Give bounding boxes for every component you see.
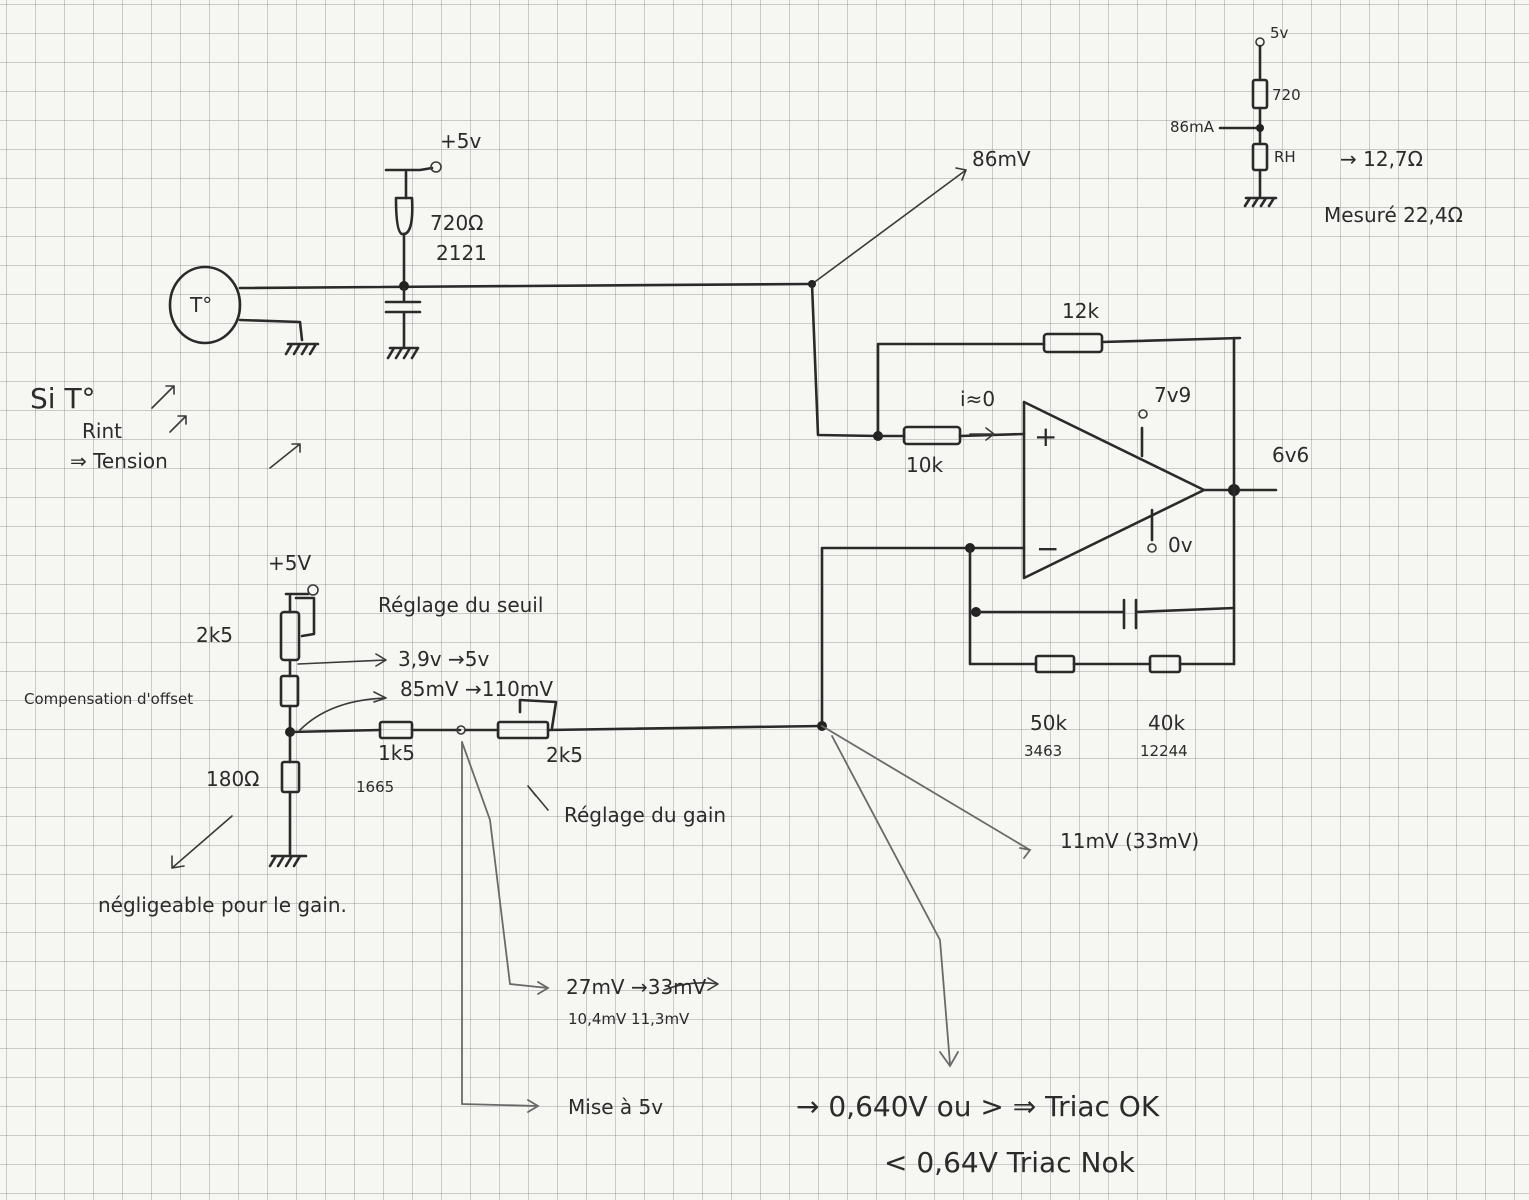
rh-measure-circuit [1218,37,1278,208]
gainpot-label: 2k5 [546,743,583,767]
r12k-label: 12k [1062,299,1099,323]
sensor-body [168,265,242,345]
triac-ok-label: → 0,640V ou > ⇒ Triac OK [796,1090,1160,1123]
node-86mv-label: 86mV [972,147,1031,171]
rint-label: Rint [82,419,122,443]
i-zero-label: i≈0 [960,387,995,411]
comp-label: Compensation d'offset [24,690,193,708]
right-720-label: 720 [1272,86,1301,104]
r40k-code: 12244 [1140,742,1188,760]
seuil-label: Réglage du seuil [378,593,543,617]
right-5v-label: 5v [1270,24,1289,42]
v39-label: 3,9v →5v [398,647,489,671]
sensor-label: T° [189,293,212,317]
negligible-label: négligeable pour le gain. [98,893,347,917]
v11-label: 11mV (33mV) [1060,829,1199,853]
op-amp [1022,400,1206,580]
right-86ma-label: 86mA [1170,118,1215,136]
r1k5-label: 1k5 [378,741,415,765]
pot2k5-label: 2k5 [196,623,233,647]
gain-label: Réglage du gain [564,803,726,827]
v85-label: 85mV →110mV [400,677,553,701]
r40k-label: 40k [1148,711,1185,735]
v27-label: 27mV →33mV [566,975,707,999]
r180-label: 180Ω [206,767,259,791]
tension-label: ⇒ Tension [70,449,168,473]
si-label: Si T° [30,382,96,415]
right-rh-label: RH [1274,148,1296,166]
r10k-label: 10k [906,453,943,477]
supply-top-label: +5v [440,129,481,153]
mise-label: Mise à 5v [568,1095,663,1119]
supply-left-label: +5V [268,551,311,575]
v66-label: 6v6 [1272,443,1309,467]
plus-label: + [1034,420,1057,453]
r720-code: 2121 [436,241,487,265]
measured-label: Mesuré 22,4Ω [1324,203,1463,227]
v104-label: 10,4mV 11,3mV [568,1010,690,1028]
r720-label: 720Ω [430,211,483,235]
r1k5-code: 1665 [356,778,394,796]
triac-nok-label: < 0,64V Triac Nok [884,1146,1136,1179]
offset-network [268,584,827,868]
rh-value-label: → 12,7Ω [1340,147,1423,171]
sensor-circuit [168,161,810,360]
v0-label: 0v [1168,533,1193,557]
r50k-label: 50k [1030,711,1067,735]
minus-label: − [1036,532,1059,565]
r50k-code: 3463 [1024,742,1062,760]
v79-label: 7v9 [1154,383,1191,407]
